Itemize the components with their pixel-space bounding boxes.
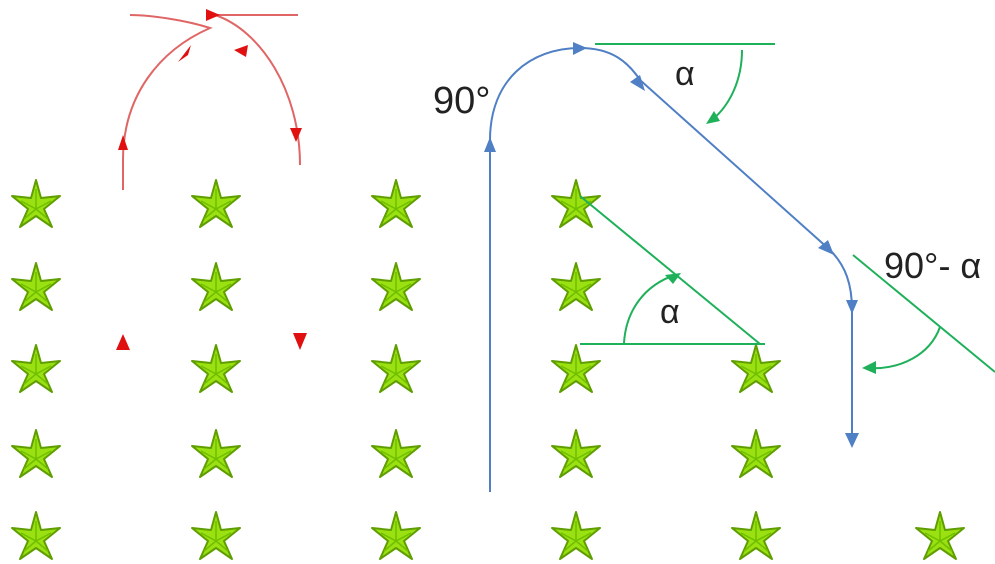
plant-icon [915, 511, 965, 560]
blue-arrow-icon [818, 240, 834, 255]
plant-icon [191, 511, 241, 560]
plant-grid [11, 179, 965, 560]
red-loop-turn [122, 14, 301, 190]
red-arrow-icon [234, 45, 248, 57]
red-arrowheads [116, 9, 307, 350]
red-arrow-icon [293, 333, 307, 350]
blue-arrow-icon [484, 137, 496, 152]
red-turn-path [122, 14, 213, 190]
blue-arrow-icon [573, 42, 587, 55]
plant-icon [191, 262, 241, 311]
plant-icon [731, 511, 781, 560]
plant-icon [551, 179, 601, 228]
plant-icon [11, 344, 61, 393]
alpha-top-label: α [675, 55, 695, 93]
blue-arrow-icon [630, 75, 645, 91]
angle-reference-line [579, 195, 761, 345]
blue-turn-path [489, 46, 853, 492]
red-arrow-icon [178, 45, 191, 62]
alpha-top-arc [711, 49, 743, 121]
plant-icon [371, 429, 421, 478]
blue-turn-path-group [489, 46, 853, 492]
plant-icon [191, 344, 241, 393]
blue-arrow-icon [845, 433, 859, 448]
green-arrowheads [665, 111, 876, 374]
plant-icon [731, 429, 781, 478]
plant-icon [11, 262, 61, 311]
red-arrow-icon [118, 135, 128, 150]
green-arrow-icon [862, 361, 876, 374]
angle-90-minus-alpha-arc [867, 326, 941, 370]
plant-icon [11, 179, 61, 228]
green-arrow-icon [665, 273, 681, 284]
plant-icon [191, 179, 241, 228]
red-turn-path [214, 14, 301, 166]
plant-icon [731, 344, 781, 393]
plant-icon [551, 262, 601, 311]
blue-arrowheads [484, 42, 859, 448]
plant-icon [371, 344, 421, 393]
red-arrow-icon [290, 128, 302, 142]
plant-icon [551, 344, 601, 393]
plant-icon [191, 429, 241, 478]
angle-reference-line [852, 254, 995, 373]
plant-icon [11, 511, 61, 560]
alpha-middle-arc [623, 274, 676, 344]
alpha-middle-label: α [660, 293, 680, 331]
plant-icon [551, 511, 601, 560]
green-angle-lines [579, 43, 995, 373]
red-arrow-icon [116, 334, 130, 350]
blue-arrow-icon [846, 300, 858, 314]
green-arrow-icon [706, 111, 720, 124]
plant-icon [551, 429, 601, 478]
angle-90-minus-alpha-label: 90°- α [884, 245, 981, 286]
plant-icon [371, 511, 421, 560]
plant-icon [371, 179, 421, 228]
red-arrow-icon [206, 9, 220, 21]
plant-icon [11, 429, 61, 478]
angle-90-label: 90° [433, 80, 490, 122]
plant-icon [371, 262, 421, 311]
